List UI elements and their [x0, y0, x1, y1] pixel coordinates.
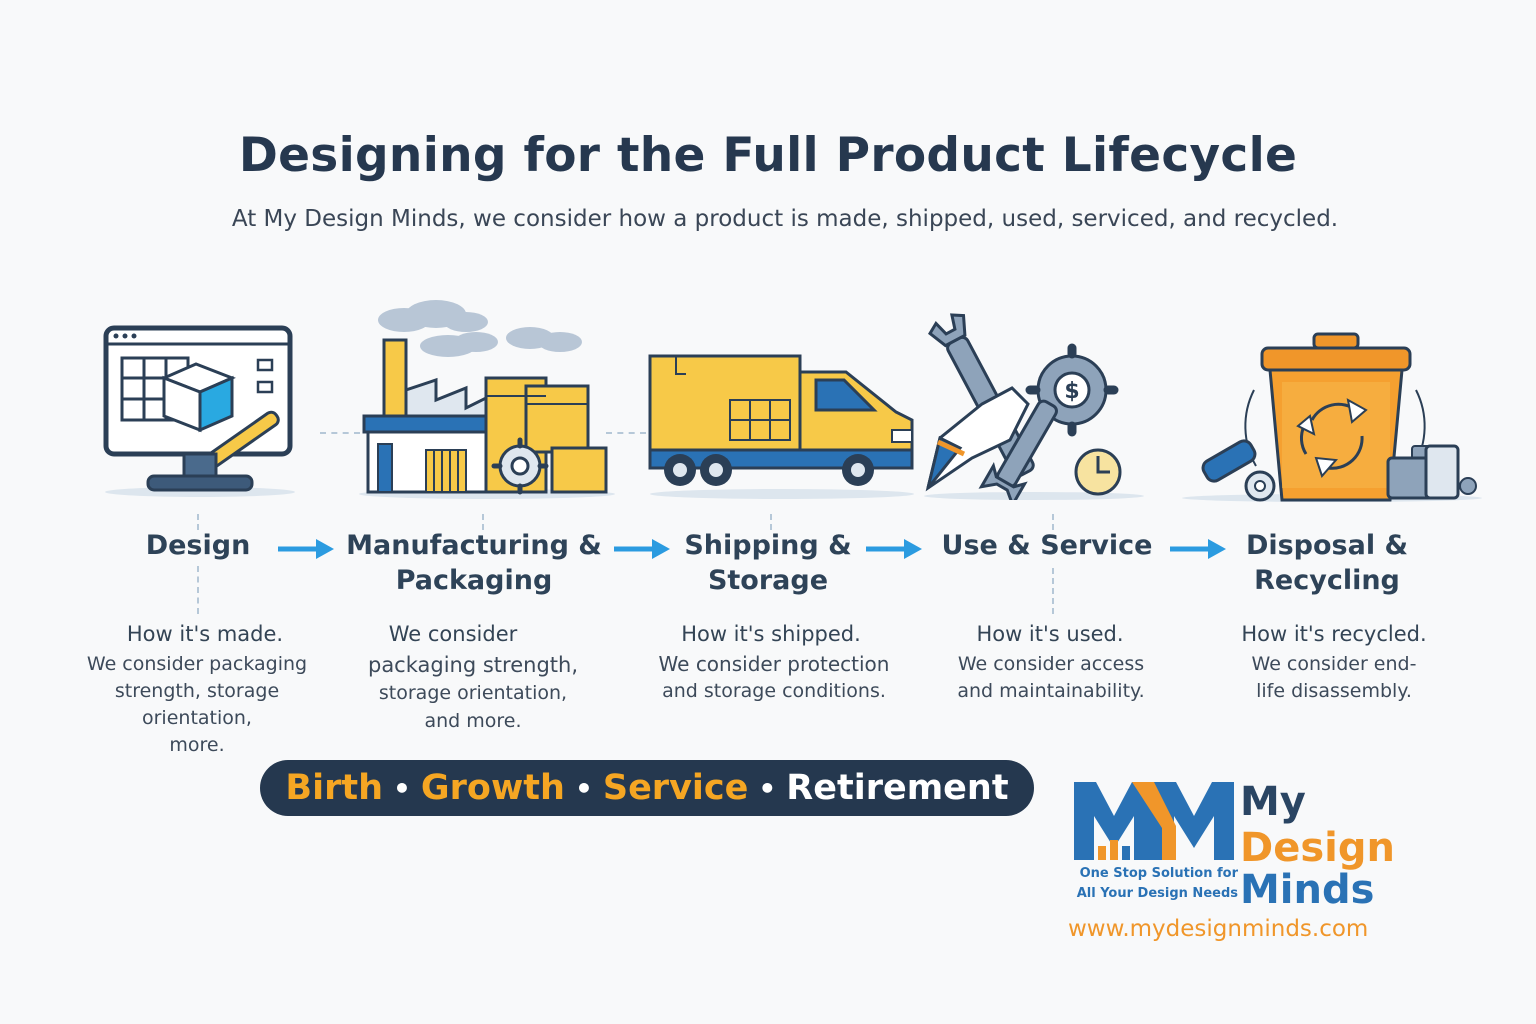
- stage-desc-disposal: We consider end- life disassembly.: [1251, 653, 1417, 702]
- timeline-connector: [320, 432, 360, 434]
- brand-logo-mark: [1074, 782, 1234, 860]
- truck-icon: [648, 354, 914, 499]
- timeline-connector: [606, 432, 646, 434]
- page-subtitle: At My Design Minds, we consider how a pr…: [231, 206, 1339, 232]
- page-title: Designing for the Full Product Lifecycle: [238, 128, 1298, 183]
- computer-design-icon: [103, 325, 295, 497]
- wrench-gear-icon: $: [924, 313, 1144, 500]
- phase-birth: Birth: [285, 768, 384, 808]
- brand-url: www.mydesignminds.com: [1068, 916, 1369, 942]
- recycle-bin-icon: [1182, 332, 1482, 502]
- phase-separator: •: [758, 771, 777, 805]
- arrow-right-icon: [614, 539, 670, 559]
- stage-lead-manufacturing: We consider: [388, 622, 518, 646]
- stage-guide: [1052, 514, 1054, 530]
- arrow-right-icon: [866, 539, 922, 559]
- stage-desc-use-service: We consider access and maintainability.: [957, 653, 1145, 702]
- phase-growth: Growth: [420, 768, 565, 808]
- phase-service: Service: [602, 768, 749, 808]
- svg-text:$: $: [1064, 379, 1079, 404]
- stage-guide: [1052, 568, 1054, 614]
- stage-guide: [197, 566, 199, 614]
- brand-tagline: All Your Design Needs: [1076, 886, 1238, 901]
- phase-separator: •: [393, 771, 411, 805]
- arrow-right-icon: [1170, 539, 1226, 559]
- stage-lead-disposal: How it's recycled.: [1241, 622, 1427, 646]
- stage-title-shipping: Shipping & Storage: [684, 530, 852, 596]
- lifecycle-phases-banner: Birth • Growth • Service • Retirement: [260, 760, 1034, 816]
- stage-title-design: Design: [145, 530, 251, 561]
- brand-tagline: One Stop Solution for: [1079, 866, 1238, 881]
- stage-title-use-service: Use & Service: [941, 530, 1153, 561]
- stage-lead-use-service: How it's used.: [976, 622, 1124, 646]
- phase-retirement: Retirement: [786, 768, 1009, 808]
- stage-lead-shipping: How it's shipped.: [681, 622, 861, 646]
- stage-title-disposal: Disposal & Recycling: [1245, 530, 1409, 596]
- stage-desc-design: We consider packaging strength, storage …: [86, 653, 308, 756]
- stage-desc-shipping: We consider protection and storage condi…: [658, 652, 890, 702]
- brand-name-minds: Minds: [1240, 867, 1375, 913]
- stage-lead-design: How it's made.: [126, 622, 284, 646]
- stage-title-manufacturing: Manufacturing & Packaging: [346, 530, 602, 596]
- factory-icon: [359, 300, 615, 499]
- stage-desc-manufacturing: packaging strength, storage orientation,…: [367, 653, 578, 732]
- brand-name-design: Design: [1240, 825, 1395, 871]
- stage-guide: [482, 514, 484, 530]
- phase-separator: •: [574, 771, 593, 805]
- stage-guide: [197, 514, 199, 530]
- brand-name-my: My: [1240, 779, 1306, 825]
- stage-guide: [770, 514, 772, 530]
- arrow-right-icon: [278, 539, 334, 559]
